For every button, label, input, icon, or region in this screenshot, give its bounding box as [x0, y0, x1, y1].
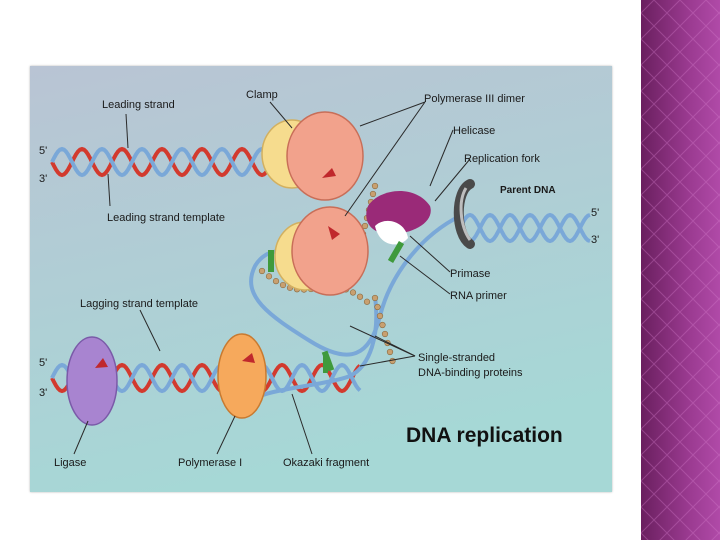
- okazaki-fragment-mark: [323, 355, 328, 373]
- polymerase-iii-top: [286, 111, 364, 201]
- ssb-bead: [369, 190, 377, 198]
- label-5prime-top-left: 5': [39, 145, 47, 157]
- lagging-strand-tail: [259, 295, 379, 398]
- label-ssb-line2: DNA-binding proteins: [418, 367, 523, 379]
- helix-right-strand-b: [458, 212, 591, 244]
- ssb-bead: [272, 278, 280, 285]
- primase-white-part: [375, 220, 408, 245]
- label-lagging-strand-template: Lagging strand template: [80, 298, 198, 310]
- label-polymerase-i: Polymerase I: [178, 457, 242, 469]
- ssb-bead: [363, 298, 371, 305]
- polymerase-iii-bottom: [291, 206, 369, 296]
- label-leading-strand: Leading strand: [102, 99, 175, 111]
- ssb-bead: [349, 289, 357, 296]
- label-3prime-bottom-left: 3': [39, 387, 47, 399]
- ligase-arrow: [95, 358, 108, 368]
- ssb-bead: [379, 321, 386, 329]
- label-polymerase-iii-dimer: Polymerase III dimer: [424, 93, 525, 105]
- label-rna-primer: RNA primer: [450, 290, 507, 302]
- ssb-bead: [389, 357, 396, 365]
- label-helicase: Helicase: [453, 125, 495, 137]
- dna-replication-diagram: Leading strand Clamp Polymerase III dime…: [30, 66, 612, 492]
- ssb-bead: [265, 273, 273, 280]
- ssb-bead: [374, 303, 381, 311]
- label-3prime-top-left: 3': [39, 173, 47, 185]
- helicase-shape: [453, 179, 475, 249]
- pointer-lines: [73, 101, 471, 455]
- lagging-strand-loop: [249, 214, 461, 357]
- helicase-shape-2: [459, 187, 472, 241]
- polymerase-i-shape: [217, 333, 267, 419]
- polymerase-iii-arrow-bottom: [328, 226, 340, 240]
- rna-primer-2: [387, 240, 405, 264]
- ssb-bead: [371, 182, 379, 190]
- polymerase-iii-arrow-top: [322, 168, 336, 178]
- ssb-bead: [279, 281, 287, 289]
- polymerase-i-arrow: [242, 353, 255, 363]
- label-5prime-right: 5': [591, 207, 599, 219]
- leading-strand-helix: [50, 146, 292, 178]
- ssb-bead: [371, 294, 379, 302]
- label-ligase: Ligase: [54, 457, 86, 469]
- ssb-bead: [381, 330, 389, 338]
- label-3prime-right: 3': [591, 234, 599, 246]
- helix-top-left-strand-b: [50, 146, 292, 178]
- label-5prime-bottom-left: 5': [39, 357, 47, 369]
- ssb-bead: [376, 312, 384, 320]
- parent-dna-helix: [458, 212, 591, 244]
- label-ssb-line1: Single-stranded: [418, 352, 495, 364]
- ssb-bead: [356, 293, 364, 300]
- decorative-side-band: [641, 0, 720, 540]
- ligase-shape: [66, 336, 118, 426]
- label-leading-strand-template: Leading strand template: [107, 212, 225, 224]
- label-parent-dna: Parent DNA: [500, 185, 556, 196]
- diagram-title: DNA replication: [406, 424, 563, 447]
- label-okazaki-fragment: Okazaki fragment: [283, 457, 369, 469]
- label-clamp: Clamp: [246, 89, 278, 101]
- ssb-bead: [258, 267, 266, 275]
- rna-primer-1: [268, 250, 274, 272]
- label-replication-fork: Replication fork: [464, 153, 540, 165]
- helix-right-strand-a: [458, 212, 591, 244]
- label-primase: Primase: [450, 268, 490, 280]
- ssb-bead: [386, 348, 394, 356]
